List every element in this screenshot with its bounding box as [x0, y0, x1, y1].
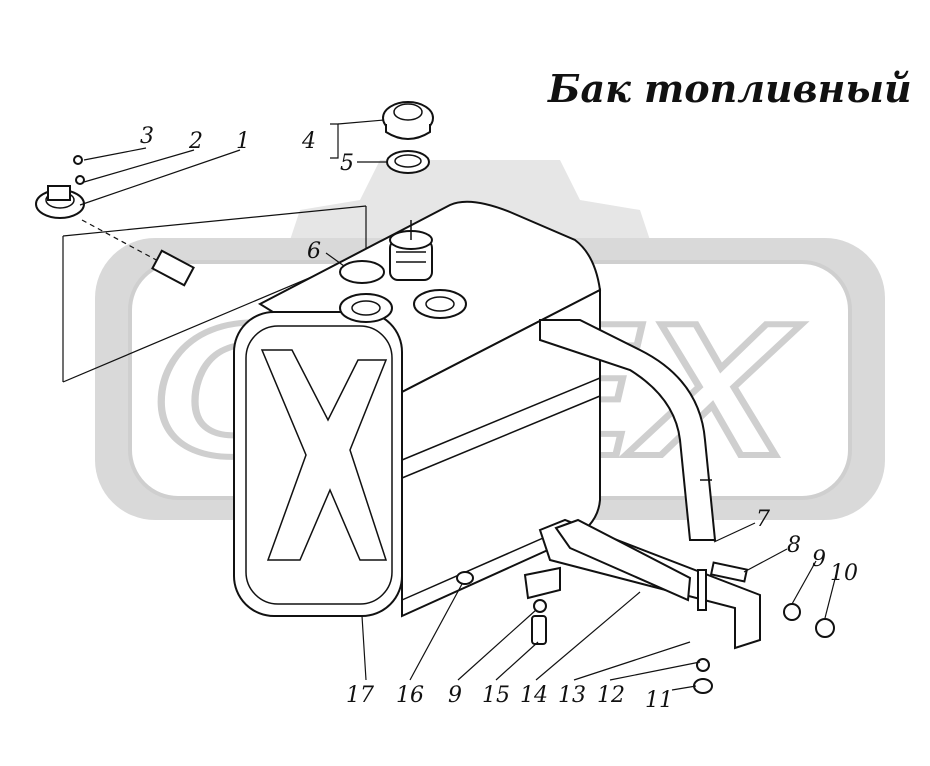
- tank-top-fittings: [339, 220, 467, 323]
- bolt-8: [709, 561, 749, 583]
- callout-14: 14: [520, 683, 548, 708]
- callout-6: 6: [307, 239, 321, 264]
- callout-12: 12: [597, 683, 625, 708]
- tank-strap: [539, 319, 717, 541]
- leader-lines: [79, 119, 837, 691]
- callout-7: 7: [756, 507, 770, 532]
- part-filler-cap: [382, 101, 434, 140]
- part-cap-seal: [386, 150, 430, 174]
- callout-9-bottom: 9: [448, 683, 462, 708]
- callout-4: 4: [301, 129, 316, 154]
- support-bracket: [523, 518, 761, 650]
- washer-2: [75, 175, 85, 185]
- tank-stamp-cross: [260, 349, 388, 561]
- callout-16: 16: [396, 683, 424, 708]
- tank-end-face: [233, 311, 403, 617]
- callout-5: 5: [340, 151, 354, 176]
- callout-9-right: 9: [812, 547, 826, 572]
- callout-2: 2: [188, 129, 203, 154]
- callout-8: 8: [787, 533, 801, 558]
- part-sender-unit: [35, 155, 195, 287]
- callout-3: 3: [140, 124, 154, 149]
- callout-11: 11: [645, 688, 673, 713]
- port-ring-6: [339, 260, 385, 284]
- callout-13: 13: [558, 683, 586, 708]
- callout-1: 1: [236, 129, 250, 154]
- diagram-title: Бак топливный: [547, 66, 912, 111]
- callout-17: 17: [346, 683, 374, 708]
- callout-15: 15: [482, 683, 510, 708]
- drain-plug: [456, 571, 474, 585]
- callout-10: 10: [830, 561, 858, 586]
- callouts: 1 2 3 4 5 6 7 8 9 10 17 16 9 15 14 13 12…: [140, 124, 858, 713]
- sender-tube: [151, 249, 195, 287]
- screw-3: [73, 155, 83, 165]
